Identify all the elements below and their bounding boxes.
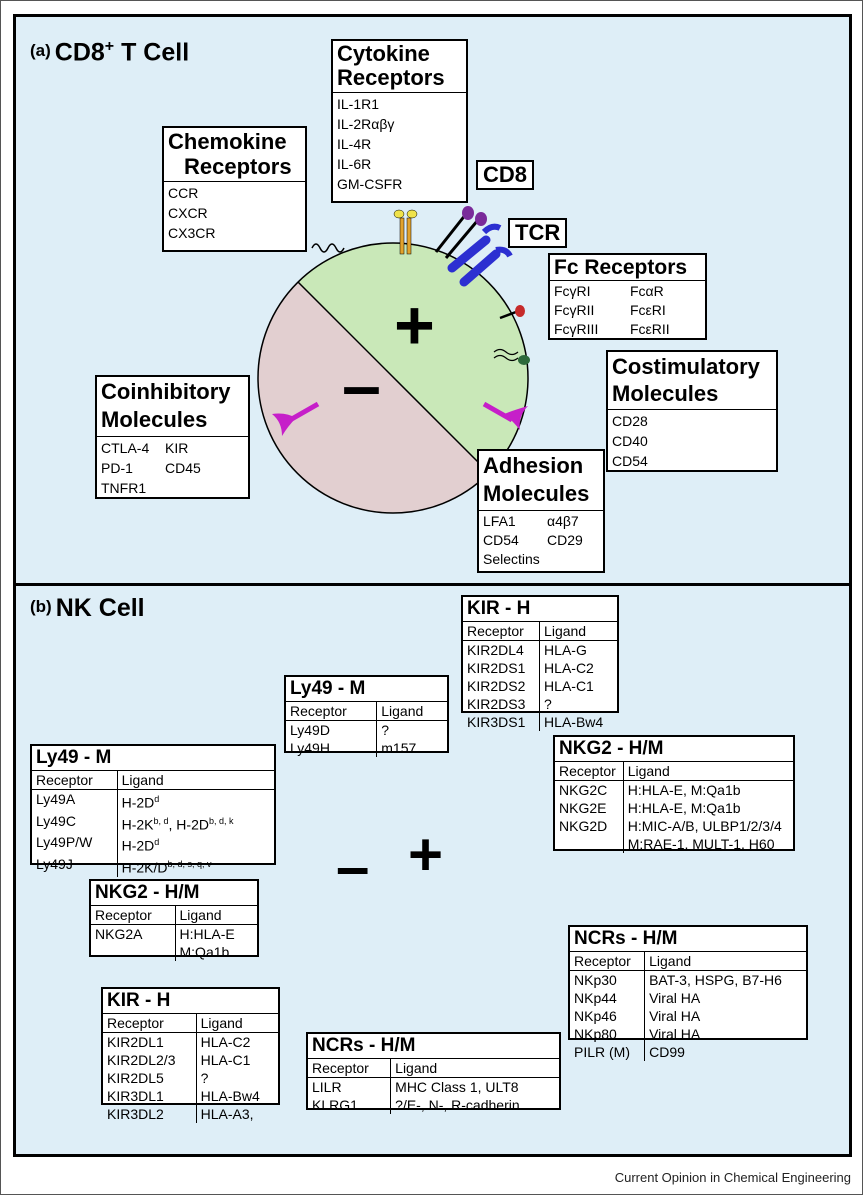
cd8-molecule-icon <box>434 206 487 259</box>
tcr-label: TCR <box>508 218 568 248</box>
tcr-molecule-icon <box>447 223 513 287</box>
adhesion-molecule-icon <box>482 401 528 430</box>
nk-activating-sign: + <box>408 821 444 888</box>
panel-b-title: (b)NK Cell <box>30 594 145 622</box>
fc-receptor-icon <box>499 305 525 320</box>
activating-sign: + <box>394 286 435 364</box>
nk-inhibitory-sign: – <box>336 833 370 900</box>
panel-a-title: (a)CD8+ T Cell <box>30 38 190 67</box>
chemokine-receptor-icon <box>311 243 345 253</box>
journal-credit: Current Opinion in Chemical Engineering <box>614 1170 851 1185</box>
cd8-label: CD8 <box>476 160 535 190</box>
coinhibitory-molecule-icon <box>272 401 320 436</box>
costimulatory-icon <box>493 348 530 365</box>
inhibitory-sign: – <box>342 346 381 424</box>
t-cell-circle <box>257 242 529 514</box>
cytokine-receptor-icon <box>393 209 418 255</box>
